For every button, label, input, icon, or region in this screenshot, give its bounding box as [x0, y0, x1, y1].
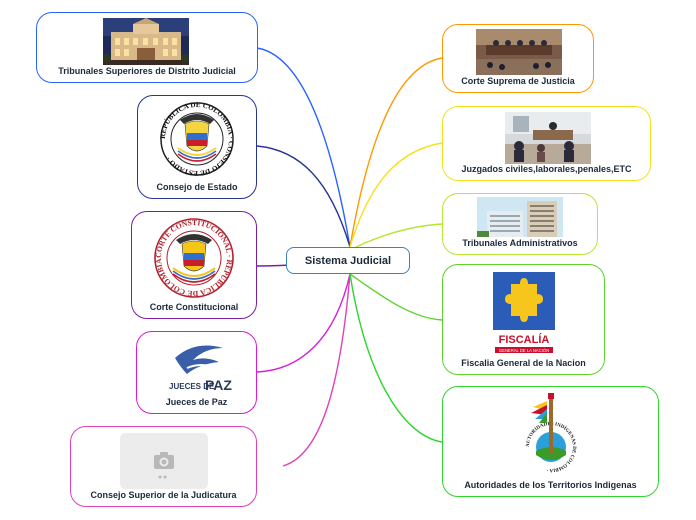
node-fiscalia[interactable]: FISCALÍA GENERAL DE LA NACIÓN Fiscalia G…: [442, 264, 605, 375]
node-corte-constitucional[interactable]: CORTE CONSTITUCIONAL · REPÚBLICA DE COLO…: [131, 211, 257, 319]
courtroom-photo: [476, 29, 562, 75]
node-label: Corte Constitucional: [149, 302, 239, 312]
courthouse-night-image: [103, 18, 189, 65]
node-label: Jueces de Paz: [165, 397, 228, 407]
node-juzgados[interactable]: Juzgados civiles,laborales,penales,ETC: [442, 106, 651, 181]
link-consejo-estado: [256, 145, 351, 248]
link-corte-suprema: [349, 57, 443, 248]
central-topic-label: Sistema Judicial: [304, 254, 392, 267]
node-label: Tribunales Administrativos: [462, 238, 578, 248]
jueces-paz-logo: JUECES DE PAZ: [169, 345, 232, 393]
node-corte-suprema[interactable]: Corte Suprema de Justicia: [442, 24, 594, 93]
node-label: Fiscalia General de la Nacion: [461, 358, 586, 368]
central-topic[interactable]: Sistema Judicial: [286, 247, 410, 274]
link-juzgados: [349, 142, 443, 248]
node-autoridades-indigenas[interactable]: AUTORIDADES INDÍGENAS DE COLOMBIA · Auto…: [442, 386, 659, 497]
node-tribunales-admin[interactable]: Tribunales Administrativos: [442, 193, 598, 255]
link-consejo-superior: [282, 273, 351, 467]
corte-constitucional-seal: CORTE CONSTITUCIONAL · REPÚBLICA DE COLO…: [148, 218, 234, 298]
fiscalia-logo-subtitle: GENERAL DE LA NACIÓN: [499, 348, 549, 353]
link-tribunales-admin: [349, 223, 443, 251]
link-fiscalia: [349, 273, 443, 321]
consejo-estado-seal: REPÚBLICA DE COLOMBIA · CONSEJO DE ESTAD…: [159, 102, 235, 176]
node-jueces-paz[interactable]: JUECES DE PAZ Jueces de Paz: [136, 331, 257, 414]
image-placeholder: [120, 433, 208, 489]
node-label: Consejo Superior de la Judicatura: [90, 490, 237, 500]
jueces-logo-text-left: JUECES DE: [169, 382, 215, 391]
node-label: Corte Suprema de Justicia: [461, 76, 575, 86]
jueces-logo-text-right: PAZ: [205, 377, 232, 393]
link-autoridades: [349, 273, 443, 443]
link-tribunales-superiores: [256, 47, 351, 248]
courtroom-hearing-photo: [505, 112, 591, 164]
fiscalia-logo-name: FISCALÍA: [499, 333, 550, 346]
node-tribunales-superiores[interactable]: Tribunales Superiores de Distrito Judici…: [36, 12, 258, 83]
autoridades-indigenas-logo: AUTORIDADES INDÍGENAS DE COLOMBIA ·: [526, 393, 576, 472]
node-label: Autoridades de los Territorios Indigenas: [464, 480, 637, 490]
node-consejo-superior[interactable]: Consejo Superior de la Judicatura: [70, 426, 257, 507]
node-label: Tribunales Superiores de Distrito Judici…: [58, 66, 236, 76]
fiscalia-logo: FISCALÍA GENERAL DE LA NACIÓN: [493, 272, 555, 353]
node-consejo-estado[interactable]: REPÚBLICA DE COLOMBIA · CONSEJO DE ESTAD…: [137, 95, 257, 199]
node-label: Consejo de Estado: [156, 182, 238, 192]
node-label: Juzgados civiles,laborales,penales,ETC: [461, 164, 632, 174]
office-buildings-photo: [477, 197, 563, 237]
link-jueces-paz: [256, 273, 351, 373]
camera-icon: [154, 452, 174, 469]
